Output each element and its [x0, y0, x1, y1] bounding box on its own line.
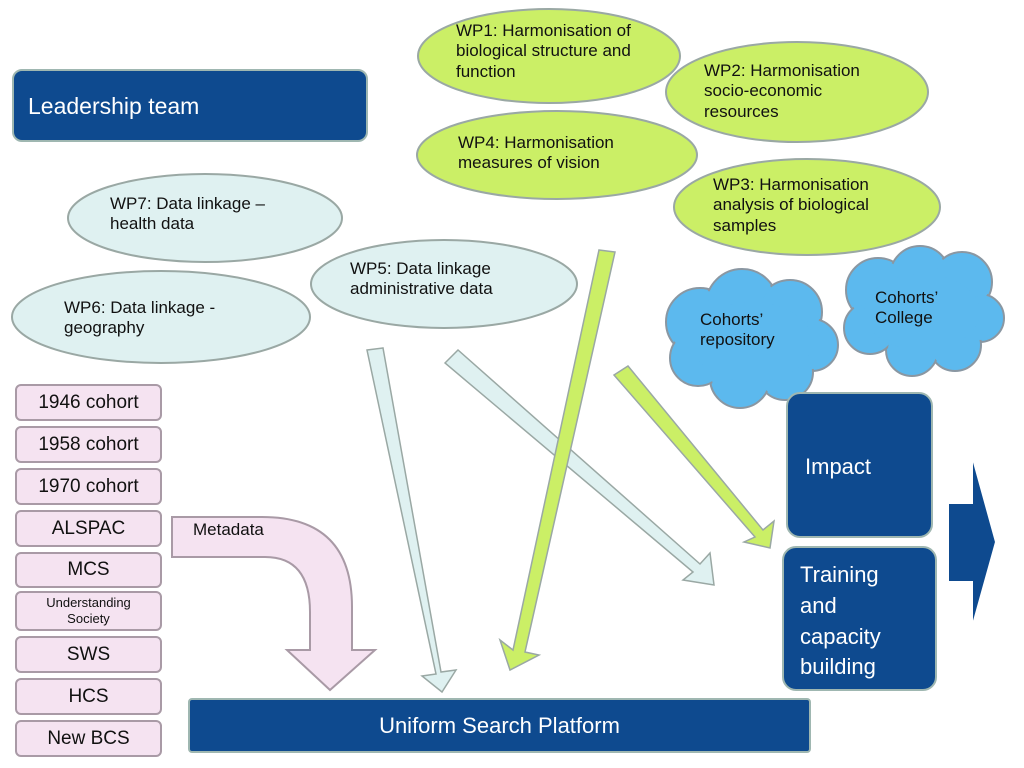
wp-green-to-training-arrow — [612, 365, 776, 549]
wp6-ellipse[interactable] — [11, 270, 311, 364]
impact-label: Impact — [805, 454, 872, 479]
impact-box[interactable]: Impact — [786, 392, 933, 538]
wp4-label: WP4: Harmonisation measures of vision — [458, 133, 614, 173]
cohort-1970[interactable]: 1970 cohort — [15, 468, 162, 505]
cohort-new-bcs[interactable]: New BCS — [15, 720, 162, 757]
wp5-to-training-arrow — [443, 348, 715, 586]
uniform-search-platform-label: Uniform Search Platform — [379, 712, 620, 738]
wp3-label: WP3: Harmonisation analysis of biologica… — [713, 175, 869, 235]
cohorts-repository-label: Cohorts’ repository — [700, 310, 775, 350]
wp4-ellipse[interactable] — [416, 110, 698, 200]
big-right-arrow — [947, 454, 998, 629]
wp6-label: WP6: Data linkage - geography — [64, 298, 216, 338]
wp3-ellipse[interactable] — [673, 158, 941, 256]
cohort-1958[interactable]: 1958 cohort — [15, 426, 162, 463]
cohort-understanding-society[interactable]: Understanding Society — [15, 591, 162, 631]
leadership-team-box[interactable]: Leadership team — [12, 69, 368, 142]
metadata-arrow — [171, 516, 378, 692]
cohort-mcs[interactable]: MCS — [15, 552, 162, 588]
wp2-ellipse[interactable] — [665, 41, 929, 143]
metadata-label: Metadata — [193, 520, 264, 539]
cohort-1946[interactable]: 1946 cohort — [15, 384, 162, 421]
wp7-ellipse[interactable] — [67, 173, 343, 263]
cohort-sws[interactable]: SWS — [15, 636, 162, 673]
cohorts-college-label: Cohorts’ College — [875, 288, 939, 328]
wp1-label: WP1: Harmonisation of biological structu… — [456, 21, 631, 81]
wp7-label: WP7: Data linkage – health data — [110, 194, 265, 234]
training-box[interactable]: Training and capacity building — [782, 546, 937, 691]
uniform-search-platform-bar[interactable]: Uniform Search Platform — [188, 698, 811, 753]
wp5-ellipse[interactable] — [310, 239, 578, 329]
wp5-to-platform-arrow — [366, 347, 458, 694]
cohort-hcs[interactable]: HCS — [15, 678, 162, 715]
leadership-team-label: Leadership team — [28, 93, 200, 119]
cohort-alspac[interactable]: ALSPAC — [15, 510, 162, 547]
wp5-label: WP5: Data linkage administrative data — [350, 259, 493, 299]
wp1-ellipse[interactable] — [417, 8, 681, 104]
wp2-label: WP2: Harmonisation socio-economic resour… — [704, 61, 860, 121]
training-label: Training and capacity building — [800, 562, 881, 680]
wp-green-to-platform-arrow — [498, 249, 616, 672]
